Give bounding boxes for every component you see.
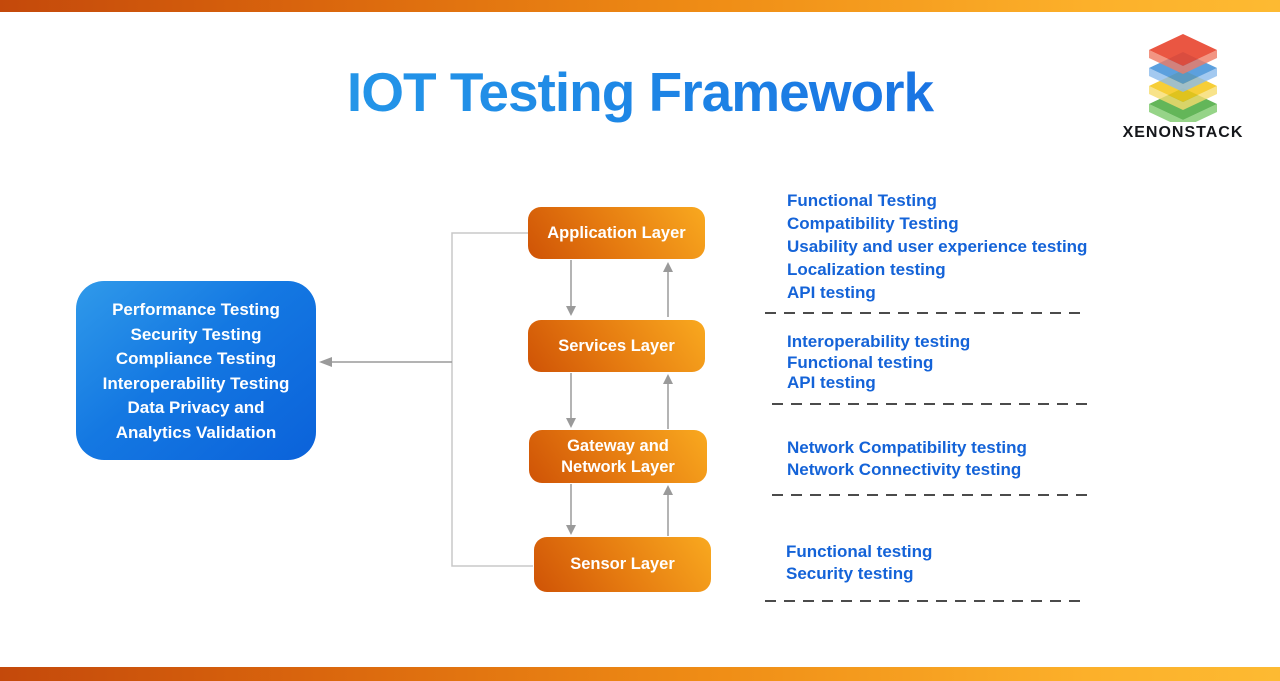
test-item: Functional Testing [787,191,937,210]
layer-box-services: Services Layer [528,320,705,372]
bracket-line [451,232,533,567]
page-title: IOT Testing Framework [0,60,1280,124]
layer-box-application: Application Layer [528,207,705,259]
test-item: Security testing [786,564,914,583]
test-item: Network Compatibility testing [787,438,1027,457]
test-item: Functional testing [787,352,934,372]
summary-line: Security Testing [130,324,262,344]
test-item: Usability and user experience testing [787,237,1088,256]
layer-box-sensor: Sensor Layer [534,537,711,592]
test-item: Functional testing [786,542,933,561]
top-accent-bar [0,0,1280,12]
summary-line: Compliance Testing [115,349,277,368]
layer-box-gateway-network: Gateway and Network Layer [529,430,707,483]
dashed-divider [772,494,1091,496]
test-item: Network Connectivity testing [787,460,1022,479]
summary-line: Data Privacy and [127,398,265,417]
summary-arrowhead [319,357,332,367]
xenonstack-logo-icon [1149,34,1217,122]
test-item: Localization testing [787,260,946,279]
dashed-divider [765,600,1080,602]
summary-line: Interoperability Testing [102,373,290,393]
test-item: Compatibility Testing [787,214,959,233]
dashed-divider [765,312,1083,314]
bottom-accent-bar [0,667,1280,681]
xenonstack-logo: XENONSTACK [1118,34,1248,142]
test-item: API testing [787,283,876,302]
test-item: API testing [787,373,876,392]
dashed-divider [772,403,1091,405]
test-item: Interoperability testing [787,332,971,351]
summary-line: Analytics Validation [115,422,277,442]
xenonstack-logo-text: XENONSTACK [1122,124,1244,141]
summary-line: Performance Testing [112,300,280,319]
